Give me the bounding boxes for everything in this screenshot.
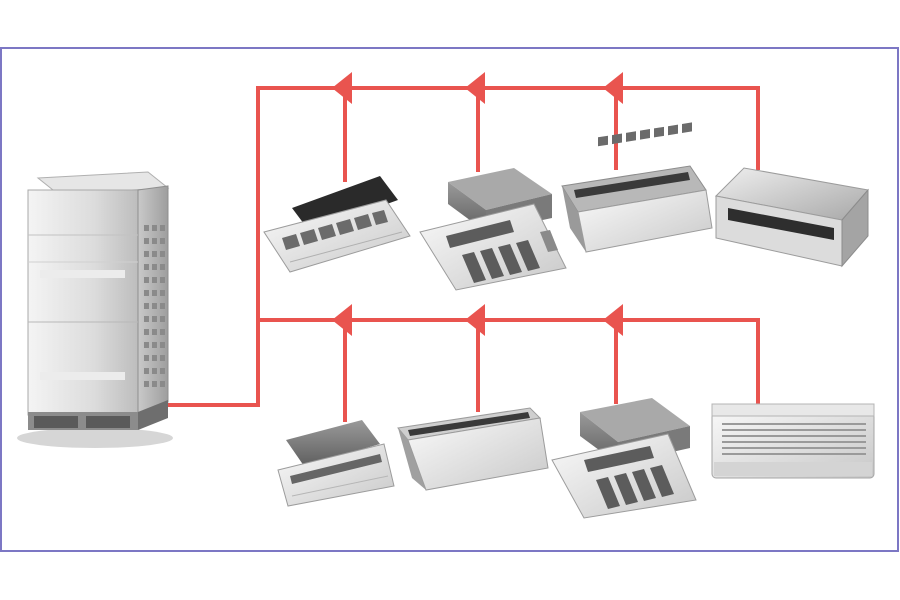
refrigerant-piping — [168, 86, 760, 422]
flow-arrows — [332, 72, 623, 336]
flow-arrow-icon — [332, 304, 352, 336]
flow-arrow-icon — [603, 72, 623, 104]
ceiling-cassette-4way-icon — [551, 398, 697, 519]
flow-arrow-icon — [465, 72, 485, 104]
ducted-unit-icon — [714, 167, 869, 268]
ceiling-suspended-icon — [561, 122, 713, 253]
ceiling-suspended-slim-icon — [397, 407, 549, 491]
ceiling-cassette-4way-icon — [263, 176, 411, 273]
diagram-frame — [0, 47, 899, 552]
outdoor-condenser-icon — [17, 171, 173, 448]
flow-arrow-icon — [332, 72, 352, 104]
wall-mounted-icon — [711, 403, 875, 479]
flow-arrow-icon — [465, 304, 485, 336]
main-riser-pipe — [168, 86, 760, 407]
ceiling-cassette-round-icon — [419, 168, 567, 291]
ceiling-cassette-1way-icon — [277, 420, 395, 507]
lower-header-pipe — [256, 318, 760, 407]
flow-arrow-icon — [603, 304, 623, 336]
